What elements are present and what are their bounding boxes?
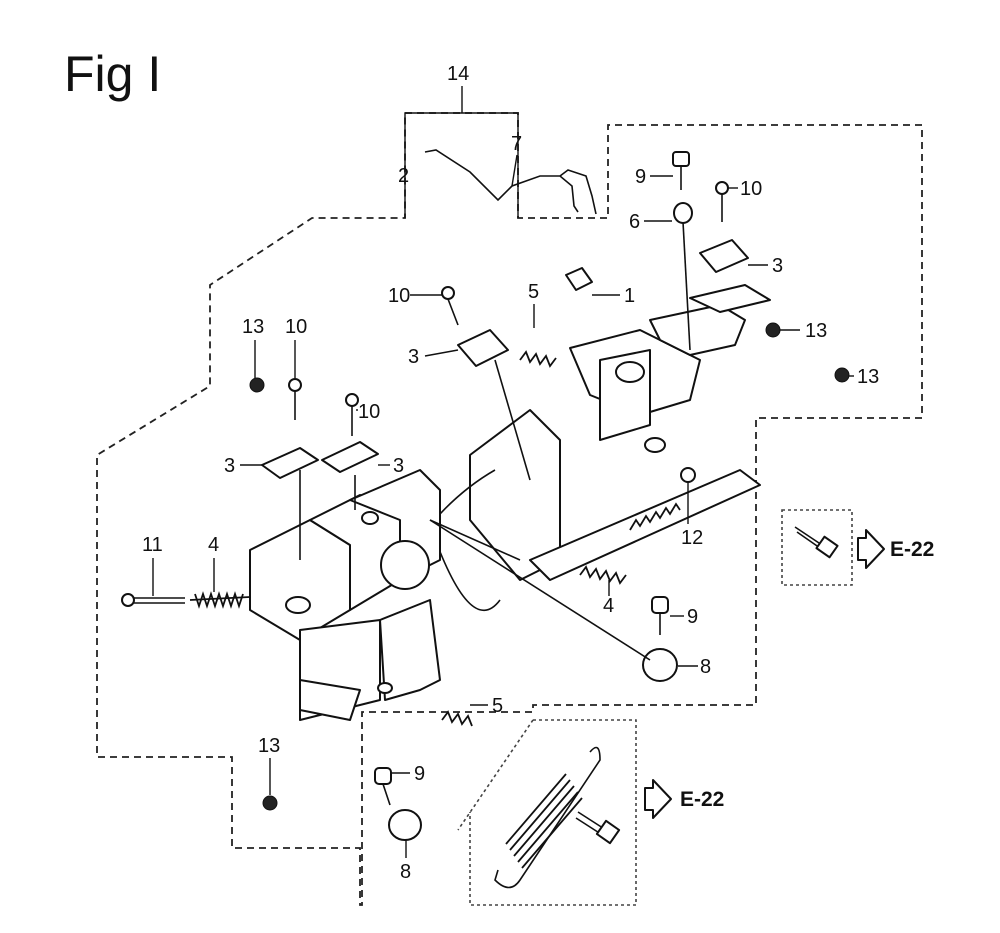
- callout-9: 9: [687, 606, 698, 628]
- arrow-icon: [857, 529, 885, 569]
- clip-1: [565, 267, 593, 291]
- callout-3: 3: [408, 346, 419, 368]
- throttle-rod: [424, 149, 597, 215]
- callout-8: 8: [400, 861, 411, 883]
- callout-4: 4: [603, 595, 614, 617]
- callout-12: 12: [681, 527, 703, 549]
- ref-box-right: [781, 509, 853, 586]
- callout-13: 13: [242, 316, 264, 338]
- figure-title: Fig I: [64, 46, 161, 102]
- return-spring: [494, 746, 601, 889]
- bracket-14: [404, 112, 519, 218]
- callout-9: 9: [635, 166, 646, 188]
- assembly-boundary: [96, 112, 923, 906]
- bolt-icon: [794, 526, 839, 559]
- callout-13: 13: [258, 735, 280, 757]
- callout-10: 10: [285, 316, 307, 338]
- callout-2: 2: [398, 165, 409, 187]
- ref-box-lower-diag: [457, 719, 534, 831]
- callout-7: 7: [511, 133, 522, 155]
- callout-5: 5: [492, 695, 503, 717]
- governor-bracket-assembly: [121, 151, 850, 841]
- callout-4: 4: [208, 534, 219, 556]
- callout-9: 9: [414, 763, 425, 785]
- callout-3: 3: [393, 455, 404, 477]
- reference-e22-lower: E-22: [680, 788, 724, 811]
- callout-10: 10: [388, 285, 410, 307]
- callout-8: 8: [700, 656, 711, 678]
- callouts: 14 2 7 9 10 6 3 10 5 1 13 13 10 13 10 3 …: [142, 63, 879, 883]
- arrow-icon: [644, 779, 672, 819]
- bolt-icon: [575, 811, 621, 845]
- callout-13: 13: [805, 320, 827, 342]
- callout-10: 10: [740, 178, 762, 200]
- callout-6: 6: [629, 211, 640, 233]
- callout-10: 10: [358, 401, 380, 423]
- callout-3: 3: [224, 455, 235, 477]
- callout-3: 3: [772, 255, 783, 277]
- callout-13: 13: [857, 366, 879, 388]
- ref-box-lower: [469, 719, 637, 906]
- callout-1: 1: [624, 285, 635, 307]
- callout-11: 11: [142, 534, 163, 556]
- callout-5: 5: [528, 281, 539, 303]
- reference-e22-right: E-22: [890, 538, 934, 561]
- callout-14: 14: [447, 63, 469, 85]
